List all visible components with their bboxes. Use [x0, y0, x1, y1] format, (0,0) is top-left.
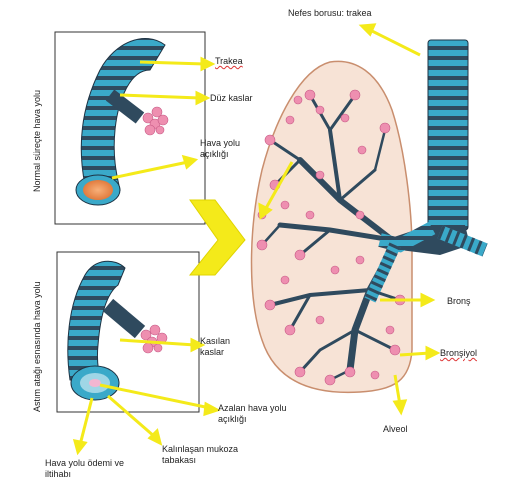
label-azalan-hava-yolu: Azalan hava yolu açıklığı [218, 403, 288, 425]
label-trakea: Trakea [215, 56, 243, 67]
label-kasilan-kaslar: Kasılan kaslar [200, 336, 250, 358]
label-bronşiyol: Bronşiyol [440, 348, 477, 359]
label-duz-kaslar: Düz kaslar [210, 93, 253, 104]
label-bronş: Bronş [447, 296, 471, 307]
label-kalinlasan-mukoza: Kalınlaşan mukoza tabakası [162, 444, 242, 466]
label-astim-atagi: Astım atağı esnasında hava yolu [32, 281, 42, 412]
label-nefes-borusu: Nefes borusu: trakea [288, 8, 372, 19]
label-hava-yolu-acikligi: Hava yolu açıklığı [200, 138, 260, 160]
label-normal-surecte: Normal süreçte hava yolu [32, 90, 42, 192]
lung [252, 61, 413, 392]
label-alveol: Alveol [383, 424, 408, 435]
label-hava-yolu-odemi: Hava yolu ödemi ve iltihabı [45, 458, 125, 480]
